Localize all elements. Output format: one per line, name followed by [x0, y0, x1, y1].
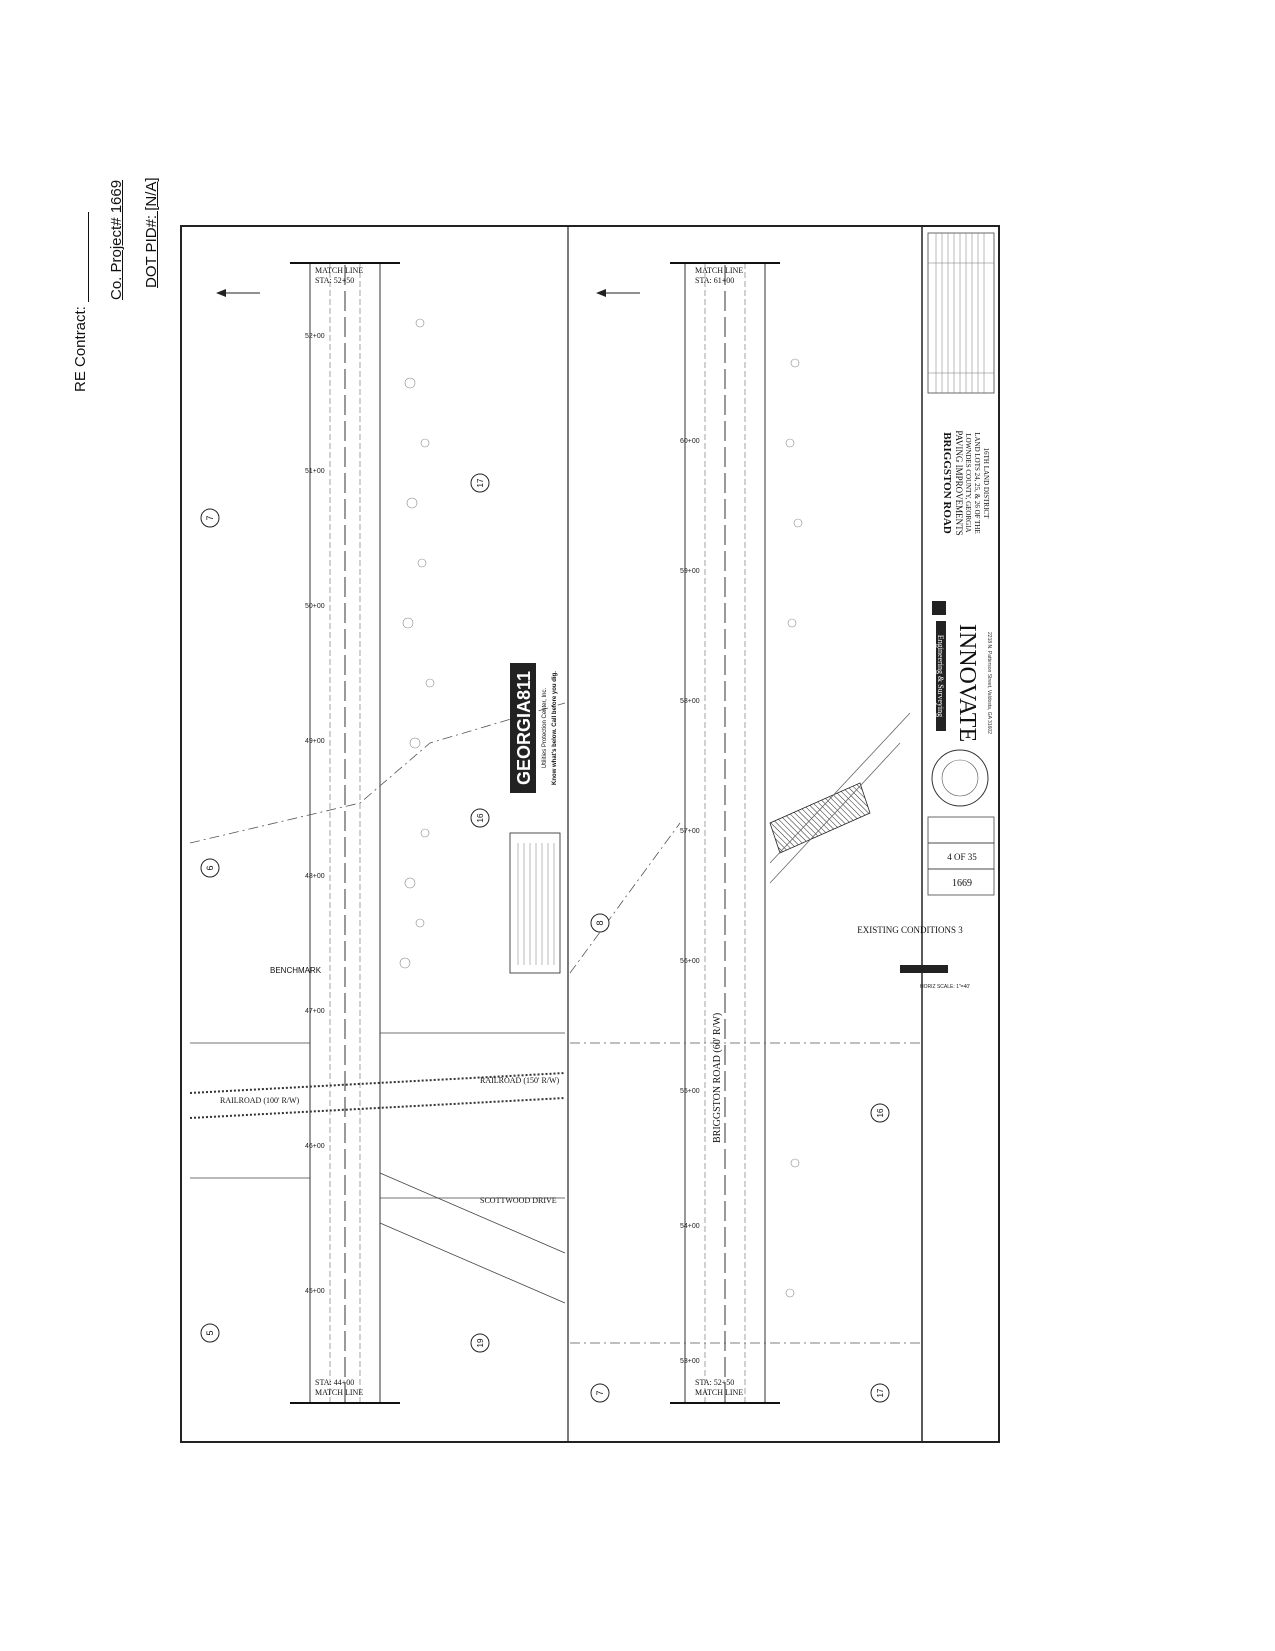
benchmark-label: BENCHMARK — [270, 966, 322, 975]
bottom-sta-2: 55+00 — [680, 1088, 700, 1095]
tb-district: 16TH LAND DISTRICT — [982, 448, 990, 519]
parcel-7: 7 — [205, 515, 215, 520]
tb-land-lots: LAND LOTS 24, 25, & 26 OF THE — [973, 432, 981, 534]
bottom-sta-0: 53+00 — [680, 1358, 700, 1365]
culvert-hatch — [769, 782, 871, 854]
bottom-match-right: MATCH LINE — [695, 266, 743, 275]
parcel-19: 19 — [476, 1338, 485, 1347]
parcel-5: 5 — [205, 1330, 215, 1335]
bottom-sta-5: 58+00 — [680, 698, 700, 705]
bottom-station-labels: 53+00 54+00 55+00 56+00 57+00 58+00 59+0… — [680, 438, 700, 1365]
parcel-17: 17 — [476, 478, 485, 487]
parcel-bottom-7: 7 — [595, 1390, 605, 1395]
sheet-border — [180, 225, 1000, 1443]
plan-panel-top: MATCH LINE STA: 44+00 MATCH LINE STA: 52… — [189, 262, 566, 1404]
bottom-parcels: 7 8 17 16 — [590, 913, 890, 1403]
bottom-sta-6: 59+00 — [680, 568, 700, 575]
qr-code-icon — [932, 601, 946, 615]
railroad-150-label: RAILROAD (150' R/W) — [480, 1076, 560, 1085]
tb-county: LOWNDES COUNTY, GEORGIA — [964, 433, 972, 532]
parcel-bottom-17: 17 — [876, 1388, 885, 1397]
parcel-16: 16 — [476, 813, 485, 822]
georgia-811-sub: Utilities Protection Center, Inc. — [542, 687, 548, 768]
briggston-road-label: BRIGGSTON ROAD (60' R/W) — [712, 1013, 723, 1143]
top-parcels: 5 6 7 19 16 17 — [200, 473, 490, 1353]
parcel-bottom-16: 16 — [876, 1108, 885, 1117]
engineer-seal-icon — [931, 749, 989, 807]
top-sta-4: 49+00 — [305, 738, 325, 745]
parcel-6: 6 — [205, 865, 215, 870]
tb-firm-sub: Engineering & Surveying — [936, 635, 945, 717]
bottom-sta-3: 56+00 — [680, 958, 700, 965]
dot-pid-label: DOT PID#: [N/A] — [143, 177, 160, 288]
bottom-sta-4: 57+00 — [680, 828, 700, 835]
georgia-811-text: GEORGIA811 — [514, 671, 534, 785]
top-sta-0: 45+00 — [305, 1288, 325, 1295]
tb-road-name: BRIGGSTON ROAD — [941, 432, 953, 534]
scottwood-drive-label: SCOTTWOOD DRIVE — [480, 1196, 557, 1205]
top-match-left: MATCH LINE — [315, 1388, 363, 1397]
georgia-811-tag: Know what's below. Call before you dig. — [552, 671, 558, 785]
scale-bar — [900, 965, 948, 973]
tb-project-no: 1669 — [952, 878, 972, 889]
top-sta-2: 47+00 — [305, 1008, 325, 1015]
bottom-sta-1: 54+00 — [680, 1223, 700, 1230]
re-contract-label: RE Contract: — [72, 212, 89, 392]
tb-address: 2218 N. Patterson Street, Valdosta, GA 3… — [986, 632, 992, 734]
tb-project: PAVING IMPROVEMENTS — [954, 430, 964, 535]
top-sta-7: 52+00 — [305, 333, 325, 340]
plan-sheet: BRIGGSTON ROAD PAVING IMPROVEMENTS LOWND… — [180, 225, 1000, 1443]
bottom-match-left-sta: STA: 52+50 — [695, 1378, 734, 1387]
north-arrow-icon-top — [216, 289, 260, 297]
utility-note-box — [509, 832, 561, 974]
top-sta-6: 51+00 — [305, 468, 325, 475]
bottom-sta-7: 60+00 — [680, 438, 700, 445]
tb-sheet-no: 4 OF 35 — [947, 852, 977, 862]
top-match-right-sta: STA: 52+50 — [315, 276, 354, 285]
top-sta-5: 50+00 — [305, 603, 325, 610]
co-project-label: Co. Project# 1669 — [108, 179, 125, 300]
tb-firm: INNOVATE — [954, 624, 980, 742]
top-sta-1: 46+00 — [305, 1143, 325, 1150]
firm-banner — [936, 621, 946, 731]
top-station-labels: 45+00 46+00 47+00 48+00 49+00 50+00 51+0… — [305, 333, 325, 1295]
title-block: BRIGGSTON ROAD PAVING IMPROVEMENTS LOWND… — [857, 232, 995, 990]
top-match-left-sta: STA: 44+00 — [315, 1378, 354, 1387]
top-sta-3: 48+00 — [305, 873, 325, 880]
top-match-right: MATCH LINE — [315, 266, 363, 275]
bottom-match-left: MATCH LINE — [695, 1388, 743, 1397]
railroad-100-label: RAILROAD (100' R/W) — [220, 1096, 300, 1105]
parcel-bottom-8: 8 — [595, 920, 605, 925]
north-arrow-icon-bottom — [596, 289, 640, 297]
re-contract-text: RE Contract: — [72, 306, 89, 392]
tb-scale-h: HORIZ SCALE: 1"=40' — [920, 984, 970, 990]
georgia-811-logo: GEORGIA811 Utilities Protection Center, … — [510, 663, 558, 793]
bottom-match-right-sta: STA: 61+00 — [695, 276, 734, 285]
tb-sheet-title: EXISTING CONDITIONS 3 — [857, 925, 963, 935]
re-contract-blank — [74, 212, 89, 303]
plan-panel-bottom: MATCH LINE STA: 52+50 MATCH LINE STA: 61… — [569, 262, 920, 1404]
